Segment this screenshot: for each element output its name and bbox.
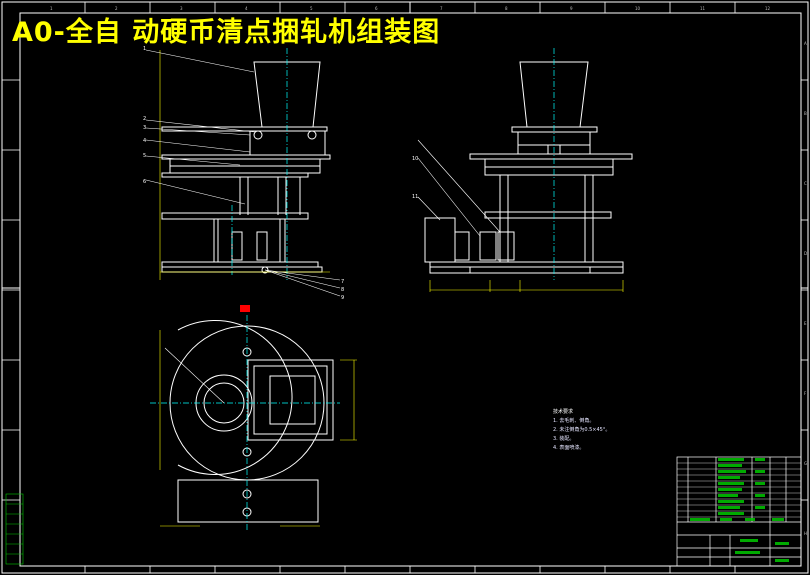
inner-frame xyxy=(19,12,802,567)
top-view-centerlines xyxy=(150,315,340,530)
zone-label: 7 xyxy=(440,6,443,11)
top-leaders xyxy=(164,347,225,404)
front-view xyxy=(161,61,331,274)
technical-note-item: 3. 装配。 xyxy=(553,436,575,442)
drawing-title: A0-全自 动硬币清点捆轧机组装图 xyxy=(12,17,441,48)
zone-label: D xyxy=(804,251,807,256)
balloon-10: 10 xyxy=(412,156,418,162)
zone-label: 1 xyxy=(50,6,53,11)
balloon-3: 3 xyxy=(143,125,146,131)
zone-label: 9 xyxy=(570,6,573,11)
zone-label: 12 xyxy=(765,6,771,11)
side-leaders xyxy=(417,139,501,237)
technical-notes: 技术要求 1. 去毛刺、倒角。 2. 未注倒角为0.5×45°。 3. 装配。 … xyxy=(553,408,610,453)
section-marker-highlight xyxy=(240,305,250,312)
center-marks xyxy=(2,2,808,289)
balloon-8: 8 xyxy=(341,287,344,293)
front-view-dimensions xyxy=(159,50,330,280)
front-view-centerlines xyxy=(231,48,288,280)
zone-label: 5 xyxy=(310,6,313,11)
balloon-11: 11 xyxy=(412,194,418,200)
balloon-2: 2 xyxy=(143,116,146,122)
zone-label: E xyxy=(804,321,807,326)
side-view-dimensions xyxy=(429,280,624,292)
balloon-6: 6 xyxy=(143,179,146,185)
zone-label: B xyxy=(804,111,807,116)
balloon-7: 7 xyxy=(341,279,344,285)
zone-label: 6 xyxy=(375,6,378,11)
zone-label: 11 xyxy=(700,6,706,11)
left-margin-stamps xyxy=(5,493,24,565)
balloon-5: 5 xyxy=(143,153,146,159)
balloon-9: 9 xyxy=(341,295,344,301)
zone-label: A xyxy=(804,41,807,46)
top-view xyxy=(169,320,334,523)
balloon-1: 1 xyxy=(143,46,146,52)
zone-label: 2 xyxy=(115,6,118,11)
technical-note-item: 1. 去毛刺、倒角。 xyxy=(553,418,595,424)
zone-label: 4 xyxy=(245,6,248,11)
front-balloons: 1 2 3 4 5 6 7 8 9 xyxy=(143,46,344,301)
zone-label: 3 xyxy=(180,6,183,11)
top-view-dimensions xyxy=(159,330,357,527)
bom-rows xyxy=(677,462,801,518)
border-zone-labels: 1 2 3 4 5 6 7 8 9 10 11 12 A B C D E F G… xyxy=(50,6,807,536)
side-balloons: 10 11 xyxy=(412,156,418,200)
zone-label: H xyxy=(804,531,807,536)
zone-label: 10 xyxy=(635,6,641,11)
zone-label: F xyxy=(804,391,807,396)
zone-label: G xyxy=(804,461,807,466)
title-block xyxy=(676,456,802,567)
zone-label: C xyxy=(804,181,807,186)
zone-label: 8 xyxy=(505,6,508,11)
front-leaders xyxy=(145,49,341,297)
technical-notes-heading: 技术要求 xyxy=(553,409,574,415)
technical-note-item: 4. 表面喷漆。 xyxy=(553,445,585,451)
technical-note-item: 2. 未注倒角为0.5×45°。 xyxy=(553,427,611,433)
balloon-4: 4 xyxy=(143,138,146,144)
bom-cells-green xyxy=(690,458,789,562)
side-view xyxy=(424,61,633,274)
